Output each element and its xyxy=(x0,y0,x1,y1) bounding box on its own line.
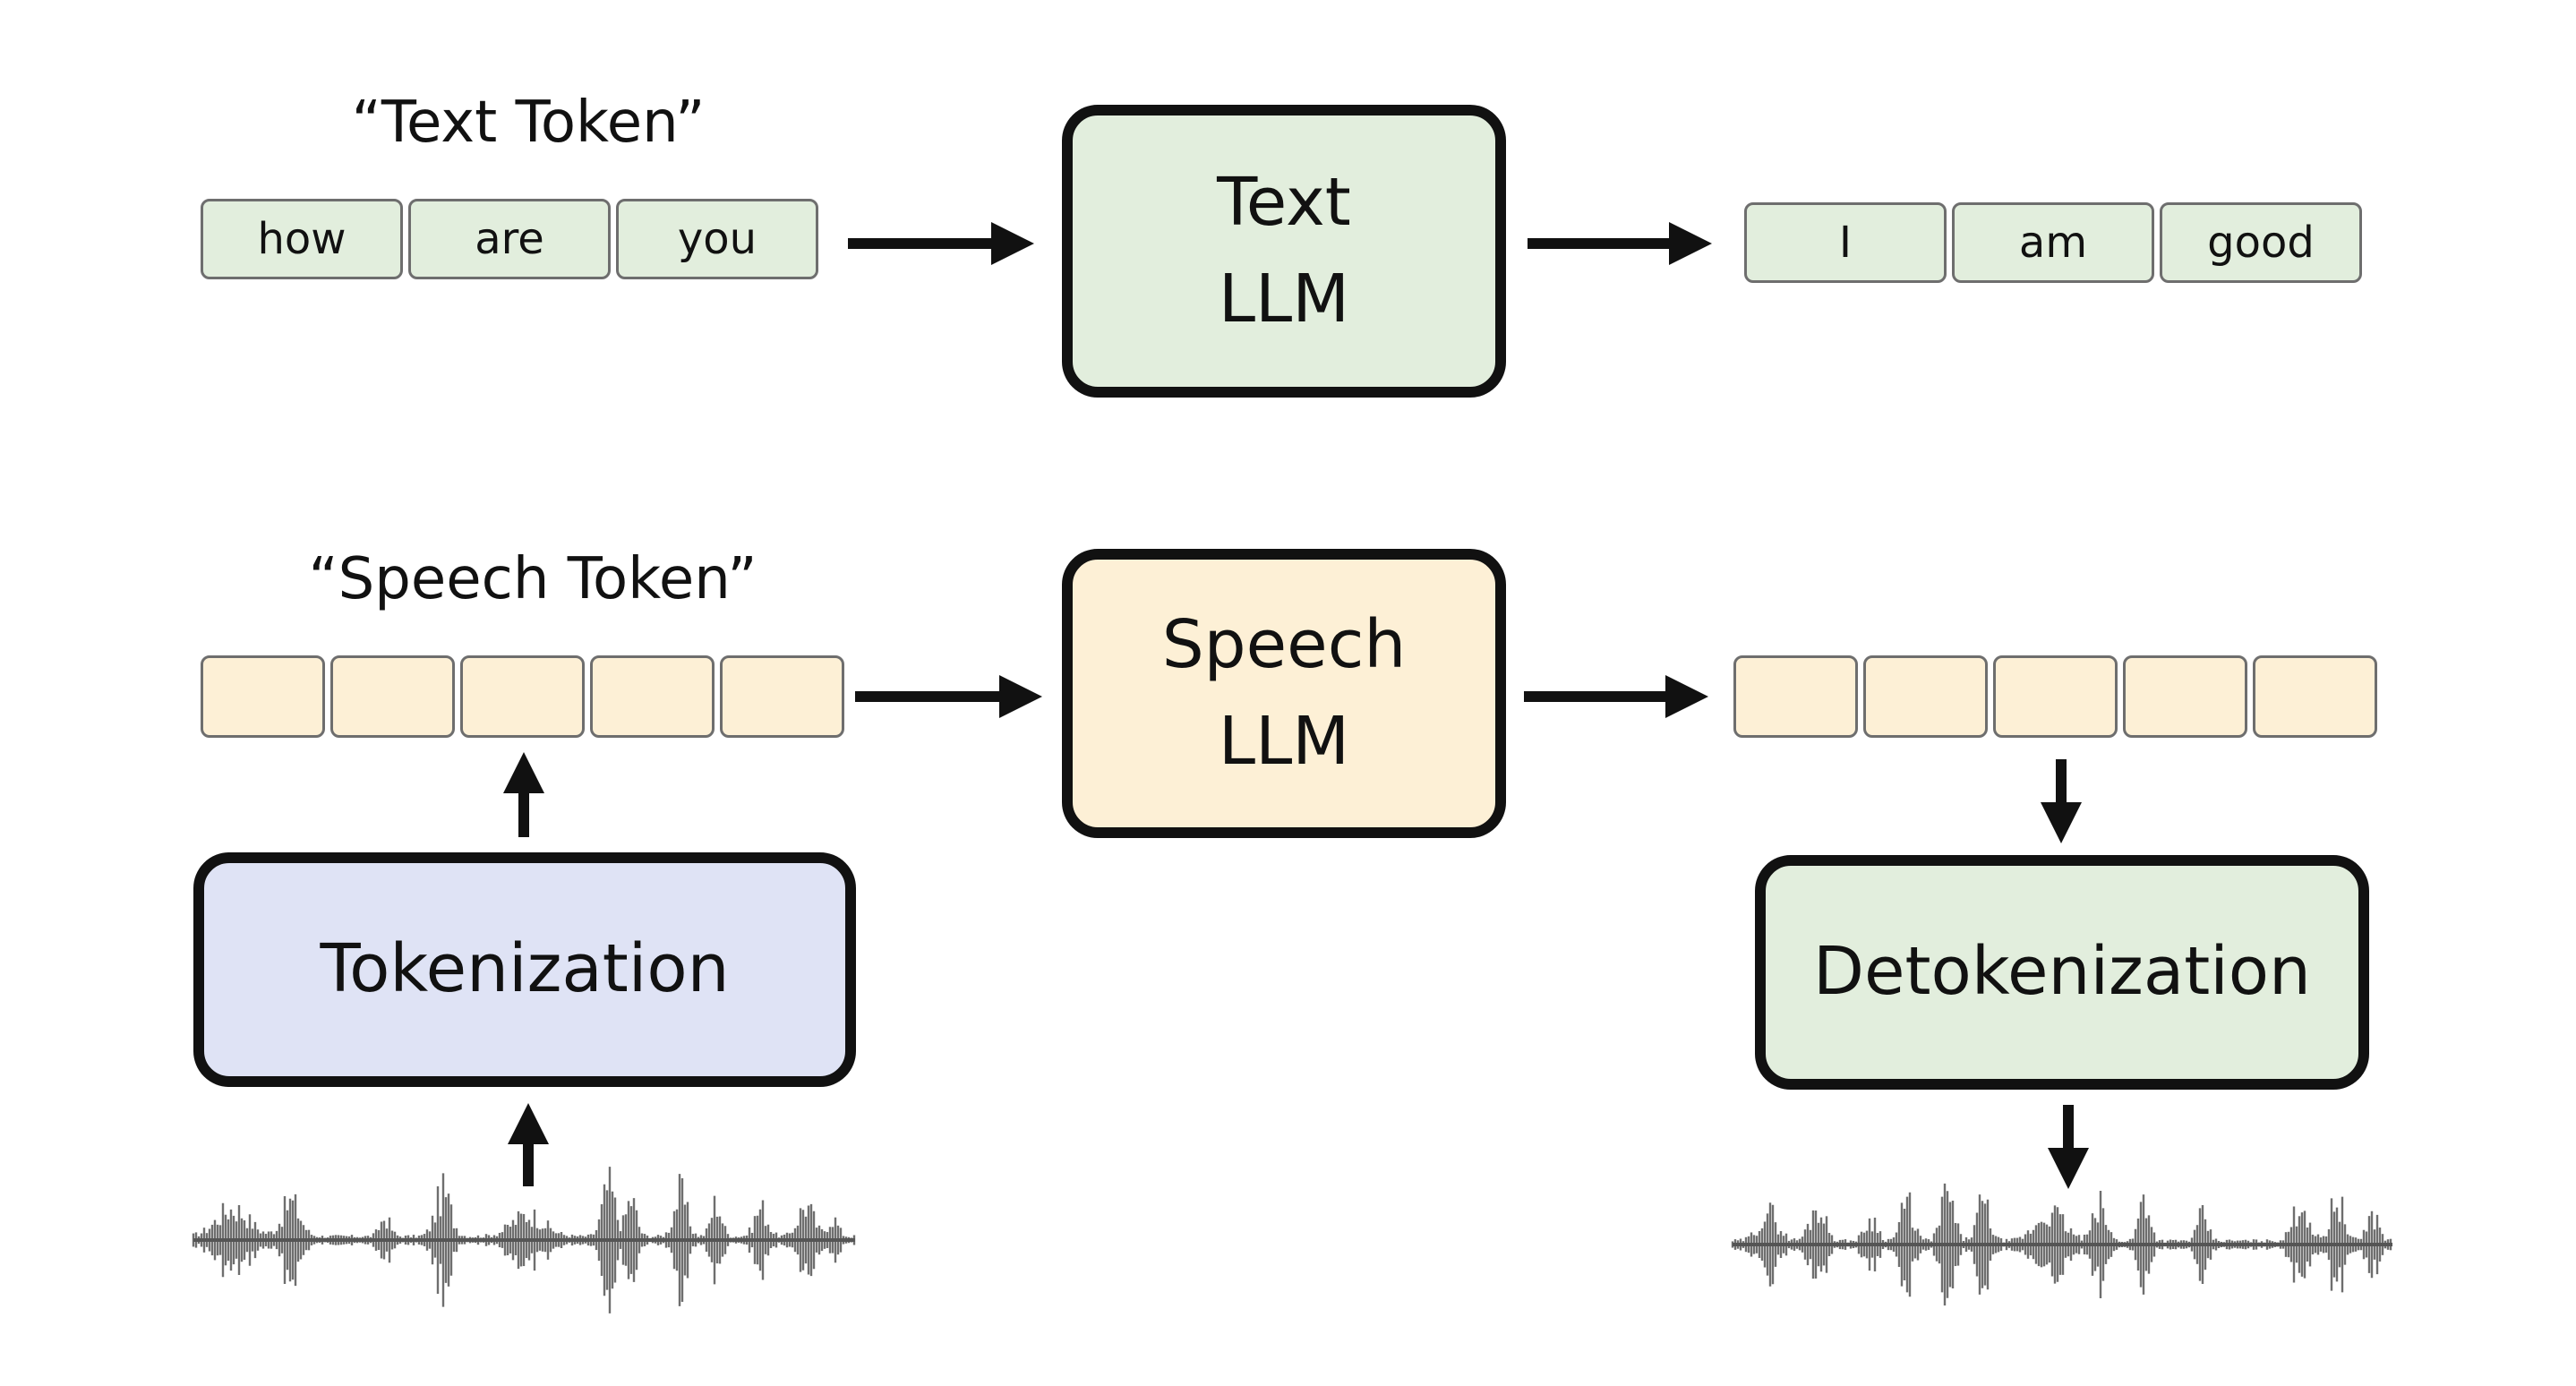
arrow-down-icon xyxy=(2048,1105,2089,1189)
speech-llm-box: Speech LLM xyxy=(1062,549,1506,838)
speech-output-token xyxy=(1733,655,1858,738)
speech-llm-label: Speech LLM xyxy=(1161,606,1407,780)
text-input-token: how xyxy=(201,199,403,279)
text-token-caption: “Text Token” xyxy=(351,90,706,156)
speech-output-token xyxy=(1993,655,2118,738)
text-input-tokens: how are you xyxy=(201,199,818,279)
waveform-icon xyxy=(1731,1183,2392,1306)
arrow-up-icon xyxy=(508,1103,549,1186)
speech-input-token xyxy=(720,655,844,738)
arrow-down-icon xyxy=(2041,759,2082,843)
text-output-tokens: I am good xyxy=(1744,202,2362,283)
text-llm-label: Text LLM xyxy=(1217,164,1351,338)
text-output-token: good xyxy=(2160,202,2362,283)
arrow-right-icon xyxy=(848,222,1034,265)
speech-output-token xyxy=(2123,655,2247,738)
arrow-right-icon xyxy=(1524,675,1708,718)
speech-input-token xyxy=(460,655,585,738)
speech-output-tokens xyxy=(1733,655,2377,738)
speech-token-caption: “Speech Token” xyxy=(308,546,757,612)
tokenization-box: Tokenization xyxy=(193,852,856,1087)
detokenization-box: Detokenization xyxy=(1755,855,2369,1090)
speech-input-token xyxy=(590,655,715,738)
speech-input-token xyxy=(330,655,455,738)
text-output-token: am xyxy=(1952,202,2154,283)
arrow-up-icon xyxy=(503,752,544,837)
arrow-right-icon xyxy=(855,675,1042,718)
speech-output-token xyxy=(1863,655,1988,738)
speech-input-token xyxy=(201,655,325,738)
tokenization-label: Tokenization xyxy=(320,930,730,1008)
speech-input-tokens xyxy=(201,655,844,738)
text-input-token: you xyxy=(616,199,818,279)
arrow-right-icon xyxy=(1528,222,1712,265)
detokenization-label: Detokenization xyxy=(1813,933,2311,1011)
text-output-token: I xyxy=(1744,202,1947,283)
text-input-token: are xyxy=(408,199,611,279)
waveform-icon xyxy=(192,1167,856,1313)
speech-output-token xyxy=(2253,655,2377,738)
text-llm-box: Text LLM xyxy=(1062,105,1506,398)
